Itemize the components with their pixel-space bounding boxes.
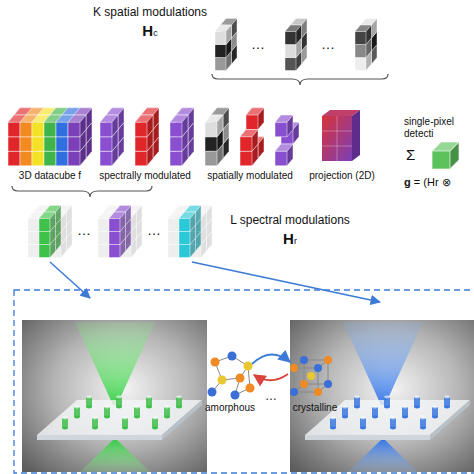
atom	[324, 356, 332, 364]
render-background	[22, 320, 207, 472]
spectral-filter-cube	[168, 206, 212, 258]
ellipsis: …	[321, 36, 335, 52]
atom	[307, 372, 315, 380]
atom	[208, 388, 217, 397]
annotation: L spectral modulations	[230, 214, 350, 228]
render-background	[290, 320, 474, 472]
atom	[228, 352, 237, 361]
spectral-filter-cube	[98, 206, 142, 258]
annotation: K spatial modulations	[93, 6, 207, 20]
crystal-lattice	[290, 356, 332, 396]
substrate-edge	[37, 435, 162, 440]
transition-arrow	[252, 354, 290, 364]
equation: g = (Hr ⊗	[404, 176, 451, 189]
caption: spectrally modulated	[99, 170, 191, 182]
spatial-mask-cube	[285, 19, 307, 71]
ellipsis: …	[77, 222, 91, 238]
atom	[300, 356, 308, 364]
spatial-slice	[275, 115, 299, 166]
light-beam	[80, 440, 150, 472]
detector-cube	[432, 142, 459, 169]
atom	[314, 388, 322, 396]
caption: crystalline	[293, 402, 337, 414]
caption: spatially modulated	[207, 170, 293, 182]
spectral-filter-cube	[28, 206, 72, 258]
atom	[300, 380, 308, 388]
atom	[244, 362, 253, 371]
caption: 3D datacube f	[19, 170, 81, 182]
projection-plane	[322, 110, 360, 161]
ellipsis: …	[147, 222, 161, 238]
bond	[294, 360, 328, 392]
math-symbol: Σ	[406, 146, 415, 163]
caption: amorphous	[205, 402, 255, 414]
spatial-slice	[205, 108, 229, 166]
metasurface-render	[290, 320, 474, 472]
spatial-slice	[240, 108, 264, 166]
brace	[12, 186, 152, 197]
spectral-slice	[170, 108, 194, 166]
pillar-array	[62, 396, 182, 430]
atom	[246, 384, 255, 393]
amorphous-lattice	[208, 352, 255, 400]
ellipsis: …	[265, 390, 277, 404]
math-symbol: Hr	[283, 230, 297, 247]
brace	[212, 74, 388, 85]
atom	[211, 358, 220, 367]
light-beam	[343, 322, 423, 405]
atom	[290, 364, 298, 372]
light-beam	[75, 322, 155, 405]
atom	[218, 376, 227, 385]
caption: projection (2D)	[309, 170, 375, 182]
light-beam	[348, 440, 418, 472]
spectral-slice	[100, 108, 124, 166]
transition-arrow	[254, 374, 288, 380]
spectral-slice	[135, 108, 159, 166]
pillar-array	[330, 396, 450, 430]
projection-face	[322, 116, 352, 161]
caption: single-pixel detecti	[404, 116, 472, 139]
inset-frame	[14, 290, 474, 473]
grid-line	[322, 116, 352, 161]
projection-side	[352, 110, 360, 161]
atom	[231, 391, 240, 400]
math-symbol: Hc	[142, 22, 157, 39]
spatial-mask-cube	[215, 19, 237, 71]
metasurface-render	[22, 320, 207, 472]
atom	[324, 380, 332, 388]
spatial-mask-cube	[355, 19, 377, 71]
datacube	[8, 108, 92, 166]
atom	[314, 364, 322, 372]
pointer-arrow	[50, 262, 90, 298]
atom	[290, 388, 298, 396]
atom	[236, 374, 245, 383]
substrate-edge	[305, 435, 430, 440]
pointer-arrow	[192, 262, 380, 302]
ellipsis: …	[251, 36, 265, 52]
